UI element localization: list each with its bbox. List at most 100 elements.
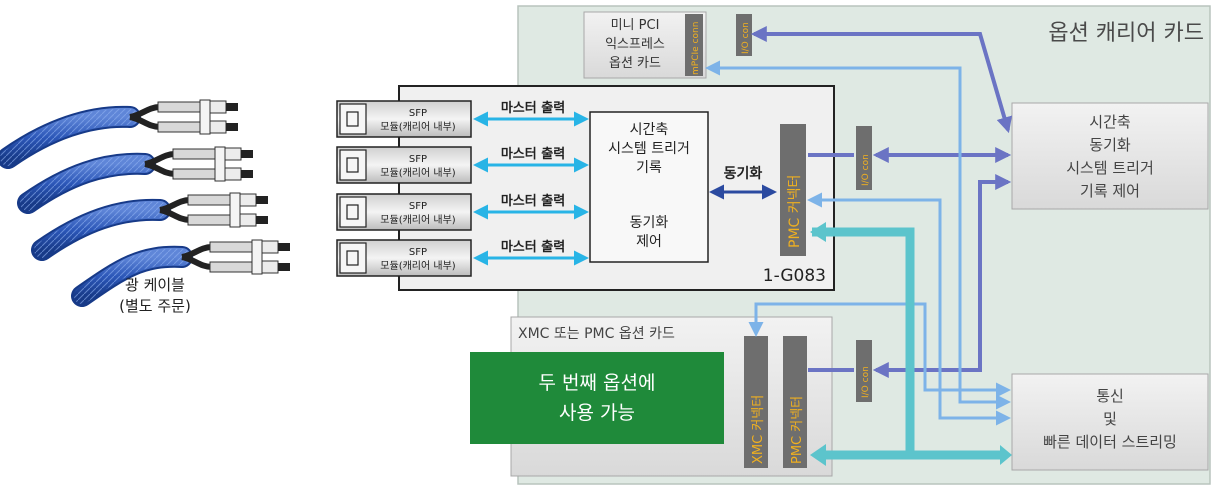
cable-braid: [20, 155, 153, 211]
board-id-label: 1-G083: [763, 266, 826, 286]
fiber-lower: [144, 161, 176, 177]
mini-pci-line-3: 옵션 카드: [609, 56, 661, 71]
connector-boot: [209, 261, 257, 273]
sfp-port-inner: [346, 204, 359, 220]
carrier-card-title: 옵션 캐리어 카드: [1048, 21, 1204, 46]
comms-line-2: 및: [1103, 410, 1117, 428]
center-line-3: 기록: [636, 160, 662, 176]
sfp-title: SFP: [409, 108, 427, 119]
sfp-port: [339, 242, 367, 274]
connector-tip: [226, 123, 238, 131]
sfp-title: SFP: [409, 154, 427, 165]
mini-pci-line-2: 익스프레스: [605, 37, 665, 52]
sfp-port: [339, 103, 367, 135]
xmc-connector-label: XMC 커넥터: [751, 395, 766, 464]
arrow-teal-bottom-head-left: [810, 444, 826, 466]
mpcie-connector: [685, 14, 703, 76]
sfp-module-3: SFP 모듈(캐리어 내부) 마스터 출력: [336, 193, 589, 231]
optical-cable-3: [31, 192, 268, 261]
connector-clip: [251, 239, 263, 275]
cable-braid: [74, 248, 190, 304]
sfp-port: [339, 196, 367, 228]
io-connector-middle: I/O con: [856, 126, 872, 190]
second-option-line-2: 사용 가능: [559, 402, 635, 424]
io-connector-middle-label: I/O con: [861, 154, 871, 186]
sfp-port-inner: [346, 250, 359, 266]
optical-cables: [0, 99, 290, 307]
fiber-lower: [129, 114, 161, 130]
second-option-line-1: 두 번째 옵션에: [539, 372, 656, 394]
connector-boot: [157, 101, 205, 113]
connector-boot: [172, 168, 220, 180]
comms-line-3: 빠른 데이터 스트리밍: [1043, 433, 1177, 451]
mini-pci-line-1: 미니 PCI: [611, 18, 660, 33]
arrow-teal-top-head-left: [810, 222, 826, 242]
cable-braid: [34, 201, 168, 258]
sfp-title: SFP: [409, 201, 427, 212]
connector-tip: [241, 150, 253, 158]
connector-tip: [241, 170, 253, 178]
io-connector-bottom-label: I/O con: [861, 366, 871, 398]
board-pmc-connector-label: PMC 커넥터: [787, 175, 803, 248]
io-connector-top: I/O con: [736, 14, 752, 56]
timing-control-block: 시간축 동기화 시스템 트리거 기록 제어: [1011, 102, 1209, 210]
sfp-port-inner: [346, 111, 359, 127]
optical-cable-2: [17, 146, 253, 214]
cable-label-line-1: 광 케이블: [125, 276, 185, 294]
connector-boot: [187, 214, 235, 226]
center-line-1: 시간축: [630, 122, 669, 138]
cable-braid: [0, 108, 138, 166]
arrow-pmc-comms: [807, 192, 1011, 426]
center-line-2: 시스템 트리거: [608, 141, 690, 157]
arrow-xmc-comms: [748, 302, 1011, 398]
xmc-option-card: XMC 또는 PMC 옵션 카드 두 번째 옵션에 사용 가능 XMC 커넥터 …: [470, 316, 872, 477]
comms-block: 통신 및 빠른 데이터 스트리밍: [1011, 373, 1209, 471]
optical-cable-1: [0, 99, 238, 169]
connector-boot: [209, 241, 257, 253]
mpcie-connector-label: mPCIe conn: [691, 22, 701, 75]
sfp-port: [339, 149, 367, 181]
connector-tip: [256, 196, 268, 204]
connections: [705, 26, 1013, 466]
arrow-teal-top-head-right: [1000, 445, 1012, 465]
sfp-modules: SFP 모듈(캐리어 내부) 마스터 출력 SFP 모듈(캐리어 내부) 마스터 출력 SF…: [336, 100, 589, 277]
connector-tip: [278, 243, 290, 251]
sfp-subtitle: 모듈(캐리어 내부): [380, 260, 455, 272]
sync-arrow-label: 동기화: [724, 166, 763, 182]
connector-tip: [226, 103, 238, 111]
io-connector-top-label: I/O con: [741, 22, 751, 54]
master-output-label: 마스터 출력: [501, 193, 565, 209]
master-output-label: 마스터 출력: [501, 100, 565, 116]
mini-pci-card: 미니 PCI 익스프레스 옵션 카드 mPCIe conn: [583, 11, 707, 79]
connector-tip: [278, 263, 290, 271]
center-sync-line-2: 제어: [636, 234, 662, 250]
sfp-title: SFP: [409, 247, 427, 258]
connector-boot: [172, 148, 220, 160]
timing-line-4: 기록 제어: [1080, 182, 1140, 200]
fiber-lower: [159, 207, 191, 223]
xmc-option-card-title: XMC 또는 PMC 옵션 카드: [518, 326, 675, 342]
connector-boot: [157, 121, 205, 133]
timing-line-2: 동기화: [1089, 136, 1131, 154]
master-output-label: 마스터 출력: [501, 239, 565, 255]
comms-line-1: 통신: [1096, 387, 1124, 405]
connector-clip: [214, 146, 226, 182]
center-sync-line-1: 동기화: [630, 215, 669, 231]
sfp-module-4: SFP 모듈(캐리어 내부) 마스터 출력: [336, 239, 589, 277]
sfp-port-inner: [346, 157, 359, 173]
timing-line-1: 시간축: [1089, 113, 1130, 131]
connector-boot: [187, 194, 235, 206]
timing-record-block: [589, 111, 709, 263]
timing-line-3: 시스템 트리거: [1066, 159, 1154, 177]
optical-cable-4: [71, 239, 290, 307]
option-pmc-connector-label: PMC 커넥터: [790, 396, 805, 464]
connector-tip: [256, 216, 268, 224]
sfp-subtitle: 모듈(캐리어 내부): [380, 167, 455, 179]
cable-label-line-2: (별도 주문): [119, 297, 191, 315]
second-option-box: [470, 352, 724, 444]
fiber-lower: [181, 254, 213, 270]
sfp-subtitle: 모듈(캐리어 내부): [380, 214, 455, 226]
